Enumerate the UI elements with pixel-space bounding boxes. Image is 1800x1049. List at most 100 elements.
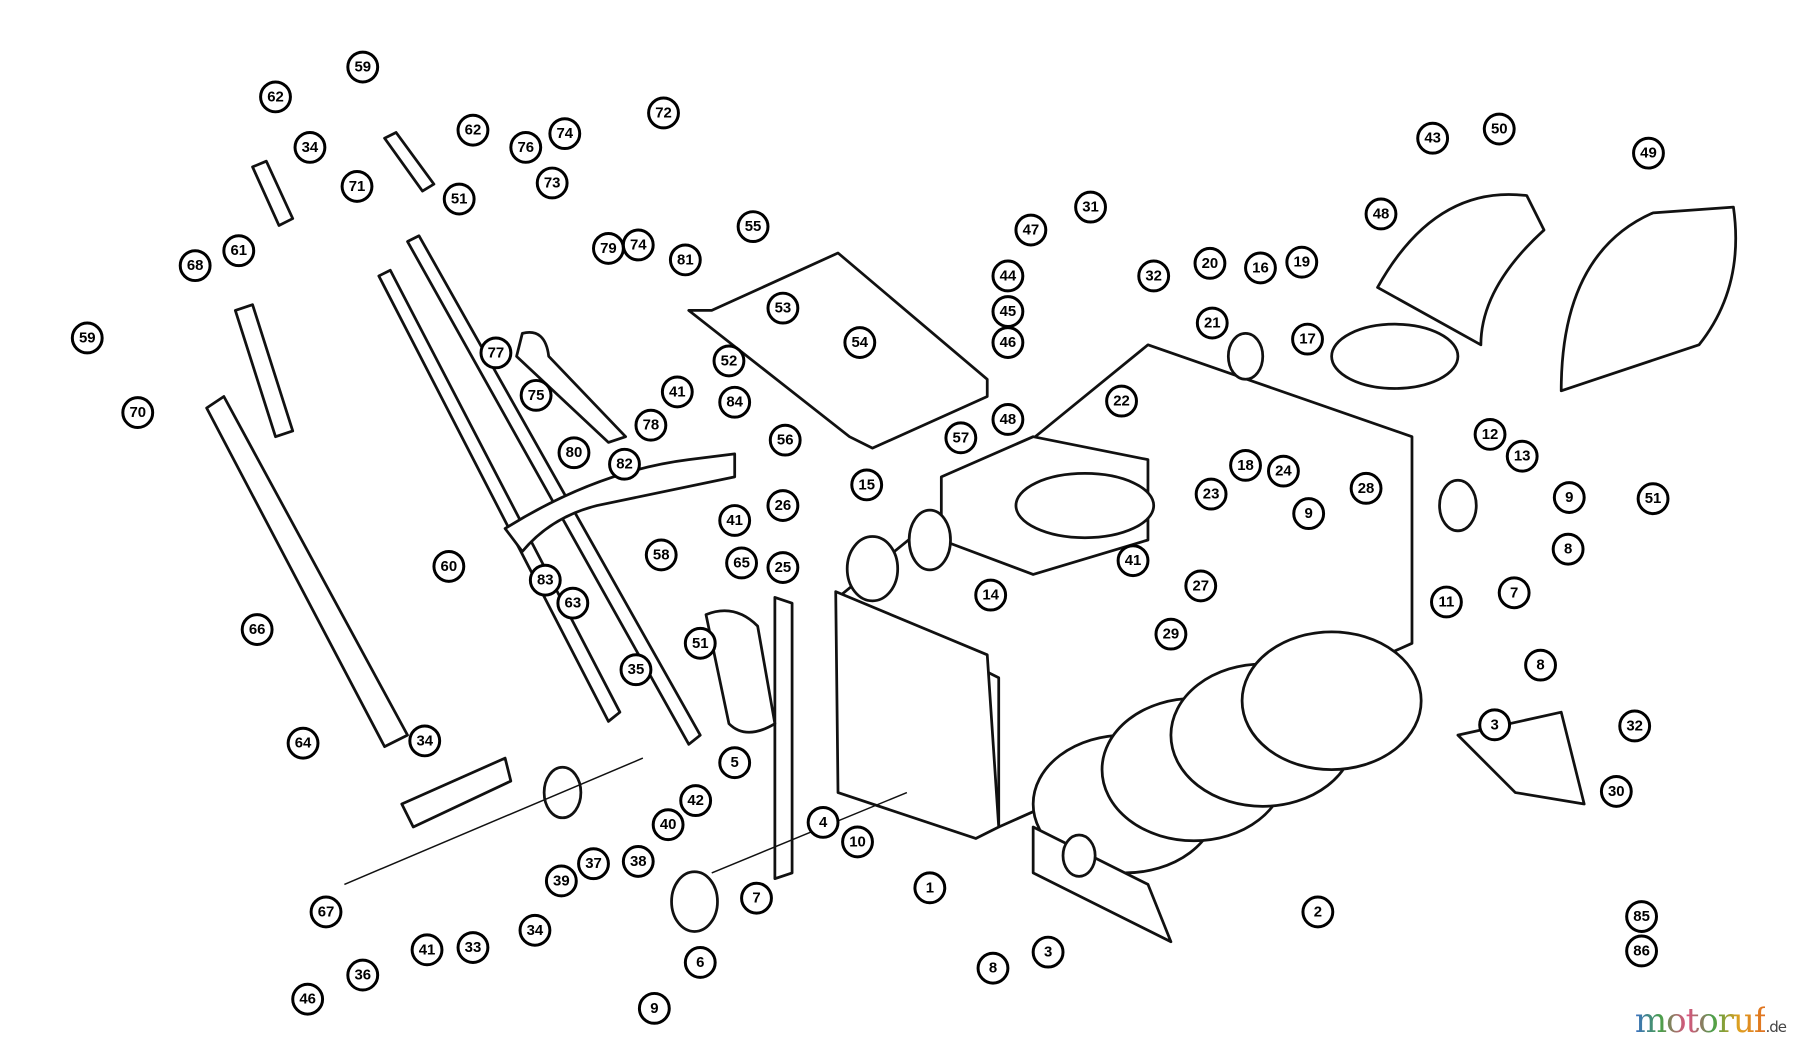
callout-80: 80 — [557, 436, 591, 470]
callout-number: 75 — [528, 387, 545, 404]
callout-circle — [766, 551, 800, 584]
callout-circle — [1416, 121, 1450, 155]
callout-circle — [293, 130, 327, 164]
callout-9: 9 — [1552, 481, 1586, 514]
callout-79: 79 — [592, 232, 625, 265]
callout-77: 77 — [479, 336, 513, 370]
callout-circle — [1291, 322, 1324, 356]
grip-62b — [383, 131, 436, 193]
callout-55: 55 — [736, 210, 770, 244]
callout-circle — [1551, 532, 1585, 566]
callout-circle — [944, 421, 978, 455]
callout-circle — [456, 113, 490, 147]
callout-circle — [644, 538, 678, 572]
pulley-14 — [907, 508, 952, 572]
callout-number: 46 — [299, 991, 316, 1008]
callout-circle — [1552, 481, 1586, 514]
callout-70: 70 — [121, 396, 155, 429]
callout-83: 83 — [528, 563, 562, 597]
belt — [515, 331, 628, 444]
callout-circle — [1116, 544, 1150, 578]
callout-circle — [291, 982, 325, 1016]
callout-circle — [913, 871, 947, 905]
callout-number: 51 — [451, 191, 468, 208]
callout-circle — [621, 845, 655, 878]
callout-circle — [535, 166, 569, 200]
callout-54: 54 — [843, 326, 877, 359]
callout-number: 42 — [687, 792, 704, 809]
callout-1: 1 — [913, 871, 947, 905]
callout-circle — [1154, 617, 1188, 651]
callout-65: 65 — [725, 546, 758, 580]
callout-22: 22 — [1105, 384, 1138, 418]
callout-circle — [1267, 454, 1300, 488]
callout-number: 28 — [1358, 480, 1375, 497]
callout-circle — [456, 931, 490, 964]
callout-number: 8 — [1564, 541, 1572, 558]
callout-number: 43 — [1424, 130, 1441, 147]
callout-circle — [1244, 251, 1277, 285]
callout-circle — [556, 586, 590, 620]
callout-number: 77 — [488, 344, 505, 361]
callout-number: 67 — [318, 903, 335, 920]
callout-number: 61 — [230, 242, 247, 259]
callout-53: 53 — [766, 291, 800, 325]
callout-43: 43 — [1416, 121, 1450, 155]
callout-circle — [557, 436, 591, 470]
callout-number: 86 — [1633, 942, 1650, 959]
callout-number: 63 — [565, 595, 582, 612]
chute-base — [1330, 322, 1460, 390]
callout-circle — [1478, 708, 1512, 742]
callout-9: 9 — [1292, 497, 1326, 531]
callout-12: 12 — [1473, 417, 1507, 451]
callout-7: 7 — [740, 881, 773, 915]
callout-circle — [1292, 497, 1326, 531]
callout-circle — [222, 234, 256, 268]
callout-circle — [309, 895, 343, 929]
callout-74: 74 — [621, 228, 655, 262]
callout-number: 32 — [1145, 267, 1162, 284]
callout-62: 62 — [456, 113, 490, 147]
callout-25: 25 — [766, 551, 800, 584]
callout-circle — [768, 423, 802, 457]
callout-circle — [712, 344, 746, 378]
callout-82: 82 — [608, 447, 641, 481]
callout-number: 2 — [1314, 903, 1322, 920]
callout-circle — [841, 825, 874, 859]
callout-circle — [647, 96, 680, 130]
callout-number: 79 — [600, 240, 617, 257]
watermark-suffix: .de — [1765, 1018, 1787, 1036]
callout-number: 62 — [465, 122, 482, 139]
callout-circle — [1285, 245, 1319, 279]
callout-number: 1 — [926, 879, 934, 896]
callout-51: 51 — [442, 182, 476, 216]
callout-number: 55 — [745, 218, 762, 235]
scraper-30 — [1456, 710, 1586, 806]
callout-circle — [1599, 774, 1633, 808]
bearing-right — [1438, 478, 1478, 533]
callout-circle — [718, 504, 752, 537]
callout-number: 8 — [1536, 657, 1544, 674]
callout-number: 68 — [187, 257, 204, 274]
callout-45: 45 — [991, 295, 1025, 328]
callout-57: 57 — [944, 421, 978, 455]
callout-71: 71 — [340, 170, 374, 203]
callout-number: 27 — [1192, 577, 1209, 594]
callout-circle — [548, 117, 582, 151]
callout-number: 53 — [775, 300, 792, 317]
callout-circle — [410, 933, 444, 967]
callout-5: 5 — [718, 746, 752, 780]
deflector-49 — [1559, 205, 1738, 393]
callout-34: 34 — [293, 130, 327, 164]
callout-3: 3 — [1031, 935, 1065, 969]
callout-circle — [1430, 585, 1463, 619]
bearing-16 — [1226, 331, 1265, 381]
callout-17: 17 — [1291, 322, 1324, 356]
callout-circle — [346, 958, 380, 992]
callout-number: 44 — [1000, 267, 1017, 284]
callout-number: 84 — [726, 394, 743, 411]
callout-number: 64 — [295, 735, 312, 752]
callout-number: 9 — [1565, 489, 1573, 506]
